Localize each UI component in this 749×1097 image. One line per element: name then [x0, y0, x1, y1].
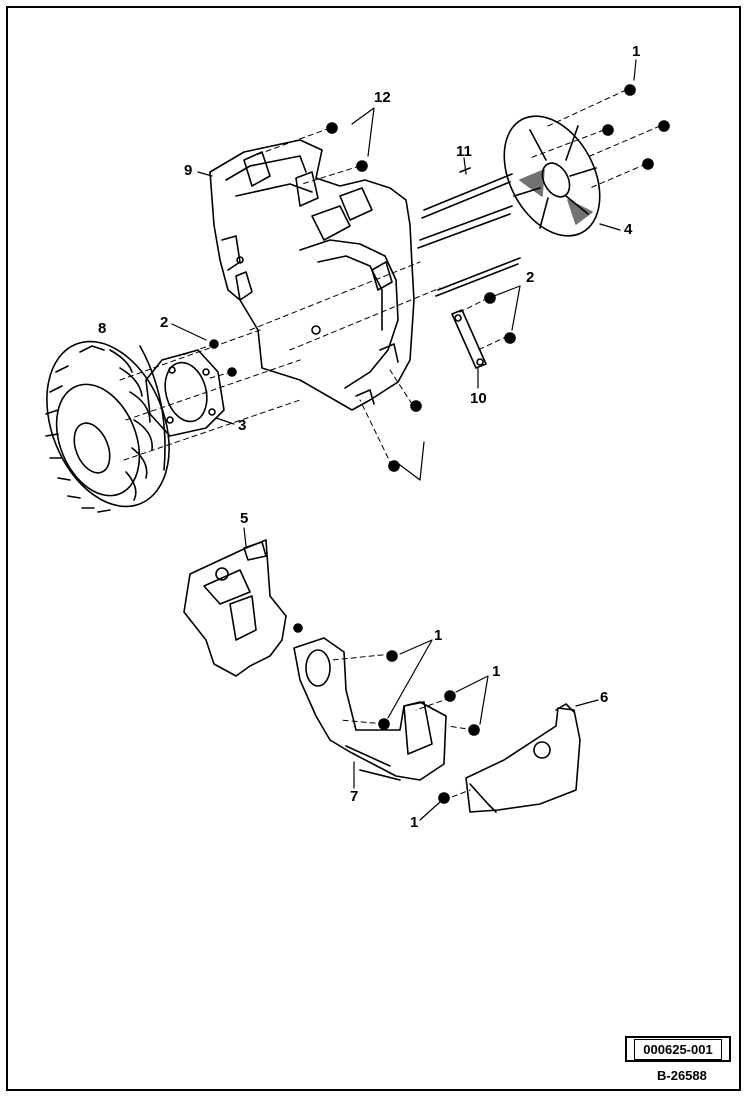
- callout-10: 10: [470, 390, 487, 407]
- callout-1: 1: [632, 43, 641, 60]
- blower-housing: [210, 140, 414, 410]
- bolts: [210, 85, 669, 803]
- reference-code-box: 000625-001: [625, 1036, 731, 1062]
- callout-1: 1: [492, 663, 501, 680]
- callout-2: 2: [160, 314, 169, 331]
- callout-8: 8: [98, 320, 107, 337]
- callout-11: 11: [456, 143, 472, 160]
- callout-2: 2: [526, 269, 535, 286]
- callout-1: 1: [410, 814, 419, 831]
- lower-shield: [466, 704, 580, 812]
- callout-9: 9: [184, 162, 193, 179]
- callout-12: 12: [374, 89, 391, 106]
- callout-3: 3: [238, 417, 247, 434]
- drawing-frame: [6, 6, 741, 1091]
- flywheel: [24, 323, 192, 524]
- callout-1: 1: [434, 627, 443, 644]
- baffle: [294, 638, 446, 780]
- reference-code: 000625-001: [634, 1038, 722, 1060]
- flywheel-hub: [146, 350, 224, 436]
- callout-4: 4: [624, 221, 633, 238]
- callout-6: 6: [600, 689, 609, 706]
- callout-7: 7: [350, 788, 359, 805]
- drawing-number: B-26588: [657, 1068, 707, 1083]
- fan-plate: [485, 100, 619, 252]
- studs: [418, 168, 520, 296]
- bracket: [452, 310, 486, 368]
- upper-shield: [184, 540, 286, 676]
- callout-5: 5: [240, 510, 249, 527]
